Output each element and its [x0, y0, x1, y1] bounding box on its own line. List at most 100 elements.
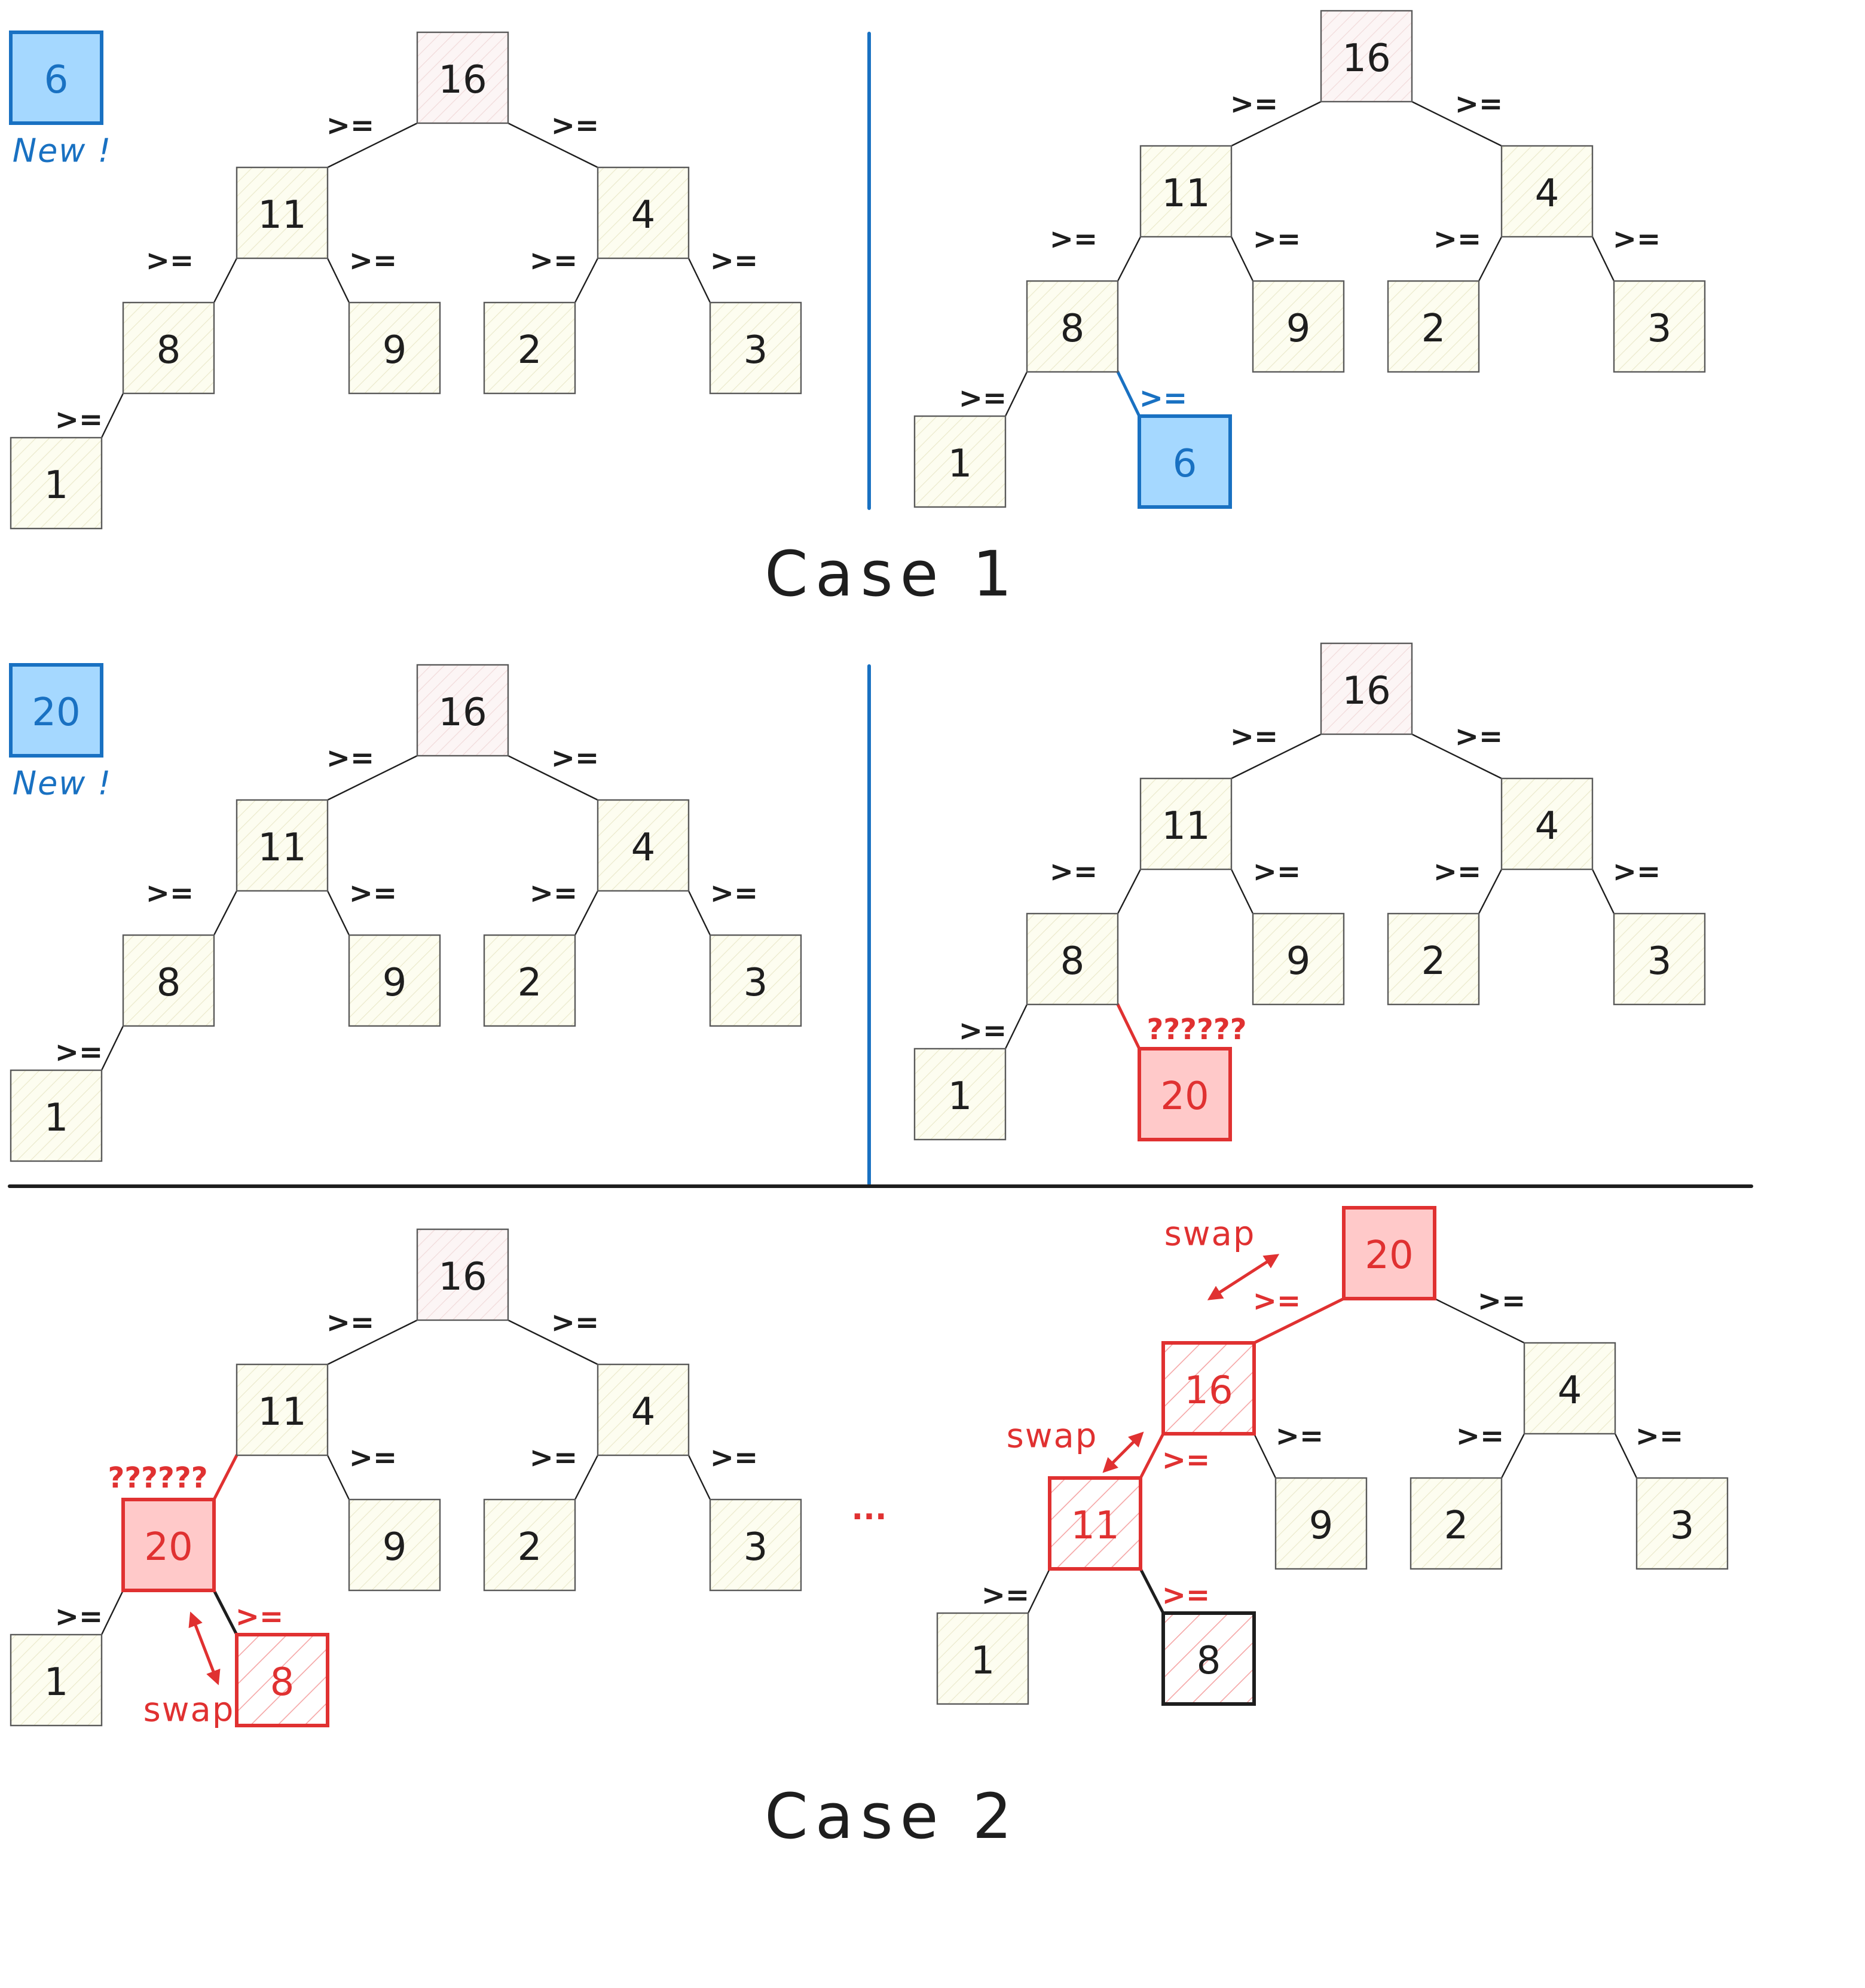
- step-node-lr-box: [348, 1498, 441, 1592]
- case1-right-node-root-value: 16: [1342, 36, 1390, 81]
- case1-left-node-r-box: [597, 166, 690, 259]
- step-node-lll-box: [10, 1633, 103, 1727]
- case2-right-edge: [1117, 868, 1142, 915]
- case1-right-node-rr-value: 3: [1647, 307, 1672, 351]
- ge-label: >=: [1230, 87, 1278, 121]
- ge-label: >=: [1230, 720, 1278, 753]
- case1-right-node-r-value: 4: [1535, 172, 1560, 216]
- ge-label: >=: [1455, 720, 1503, 753]
- ge-label: >=: [55, 1036, 103, 1069]
- final-edge: [1614, 1433, 1638, 1479]
- final-ge-red: >=: [1253, 1284, 1301, 1318]
- case2-left-node-l-box: [236, 799, 329, 892]
- case1-right-node-new-box: [1138, 414, 1232, 509]
- final-edge: [1253, 1433, 1277, 1479]
- case2-left-node-lll-box: [10, 1069, 103, 1162]
- case1-left-edge: [687, 257, 711, 304]
- case1-left-node-lll-value: 1: [44, 463, 69, 508]
- ge-label: >=: [551, 109, 599, 142]
- final-edge: [1433, 1297, 1525, 1344]
- step-node-rr-box: [709, 1498, 802, 1592]
- case1-left-node-ll-value: 8: [157, 328, 181, 372]
- step-edge-red: [212, 1453, 239, 1501]
- final-node-r-box: [1523, 1342, 1616, 1435]
- case2-right-node-lll-box: [913, 1048, 1007, 1141]
- case1-right-node-new-value: 6: [1173, 442, 1197, 486]
- case1-left-node-root-value: 16: [438, 58, 487, 102]
- final-edge: [1500, 1433, 1525, 1479]
- case1-right-node-l-box: [1139, 145, 1233, 238]
- case1-right-node-lll-box: [913, 415, 1007, 508]
- ge-label: >=: [1635, 1419, 1683, 1453]
- case2-right-node-lr-box: [1252, 912, 1345, 1006]
- case2-left-node-rr-box: [709, 934, 802, 1027]
- case2-right-edge-new: [1116, 1003, 1141, 1051]
- case2-right-node-new-value: 20: [1160, 1074, 1209, 1119]
- ellipsis-label: ...: [851, 1491, 886, 1527]
- case2-left-node-l-value: 11: [258, 826, 306, 870]
- step-node-rl-value: 2: [518, 1525, 542, 1569]
- step-node-root-value: 16: [438, 1255, 487, 1299]
- case2-left-node-rr-value: 3: [744, 961, 768, 1005]
- final-edge-red: [1252, 1297, 1346, 1345]
- case1-right-node-rl-value: 2: [1421, 307, 1446, 351]
- case2-left-edge: [507, 755, 599, 801]
- final-swap-label-mid: swap: [1007, 1417, 1098, 1456]
- step-edge: [100, 1589, 124, 1636]
- case2-right-node-l-box: [1139, 777, 1233, 871]
- final-node-lr-value: 9: [1309, 1504, 1334, 1548]
- step-node-r-box: [597, 1363, 690, 1456]
- ge-label: >=: [1613, 222, 1661, 256]
- case2-left-edge: [574, 890, 599, 936]
- ge-label: >=: [1613, 855, 1661, 888]
- case1-left-node-r-value: 4: [631, 193, 656, 237]
- ge-label: >=: [1253, 855, 1301, 888]
- case2-left-node-lll-value: 1: [44, 1096, 69, 1140]
- ge-label: >=: [530, 1441, 577, 1474]
- ge-label: >=: [326, 741, 374, 775]
- case2-left-edge: [326, 890, 350, 936]
- case1-right-node-lr-value: 9: [1286, 307, 1311, 351]
- case2-right-node-rl-value: 2: [1421, 939, 1446, 984]
- final-swap-label-top: swap: [1164, 1215, 1256, 1254]
- final-swap-arrow-top: [1207, 1254, 1280, 1300]
- ge-label: >=: [349, 877, 397, 910]
- case2-left-node-root-value: 16: [438, 691, 487, 735]
- case1-right-node-r-box: [1500, 145, 1594, 238]
- case1-left-node-rr-value: 3: [744, 328, 768, 372]
- case1-right-node-ll-value: 8: [1060, 307, 1085, 351]
- case2-right-edge: [1591, 868, 1615, 915]
- ge-label: >=: [146, 877, 194, 910]
- ge-label: >=: [1455, 87, 1503, 121]
- case2-left-node-lr-box: [348, 934, 441, 1027]
- ge-label: >=: [55, 1600, 103, 1633]
- case2-new-node-value: 20: [32, 691, 80, 735]
- case2-right-node-rl-box: [1387, 912, 1480, 1006]
- case2-right-node-r-value: 4: [1535, 804, 1560, 848]
- case1-right-node-rr-box: [1613, 280, 1706, 373]
- case1-right-edge-new: [1116, 370, 1141, 418]
- final-node-lr-box: [1274, 1477, 1368, 1570]
- ge-label: >=: [1276, 1419, 1323, 1453]
- case2-new-label: New !: [13, 765, 112, 802]
- case2-right-node-root-box: [1320, 642, 1413, 735]
- case1-left-node-lr-box: [348, 301, 441, 395]
- case1-right-node-lll-value: 1: [948, 442, 973, 486]
- case2-right-node-ll-value: 8: [1060, 939, 1085, 984]
- final-edge-bold: [1139, 1567, 1165, 1615]
- case1-right-ge-new: >=: [1139, 381, 1187, 415]
- step-node-llr-value: 8: [270, 1660, 295, 1705]
- ge-label: >=: [146, 244, 194, 277]
- final-node-rl-value: 2: [1444, 1504, 1469, 1548]
- ge-label: >=: [982, 1578, 1029, 1612]
- final-swap-arrow-mid: [1102, 1431, 1144, 1473]
- case2-left-node-ll-box: [122, 934, 215, 1027]
- final-node-lll-box: [936, 1612, 1029, 1705]
- case2-left-node-rl-value: 2: [518, 961, 542, 1005]
- case1-new-node-box: [9, 30, 103, 125]
- step-swap-label: swap: [143, 1691, 235, 1730]
- case1-left-node-root-box: [416, 31, 509, 124]
- case2-left-node-rl-box: [483, 934, 576, 1027]
- final-ge-red: >=: [1162, 1443, 1210, 1477]
